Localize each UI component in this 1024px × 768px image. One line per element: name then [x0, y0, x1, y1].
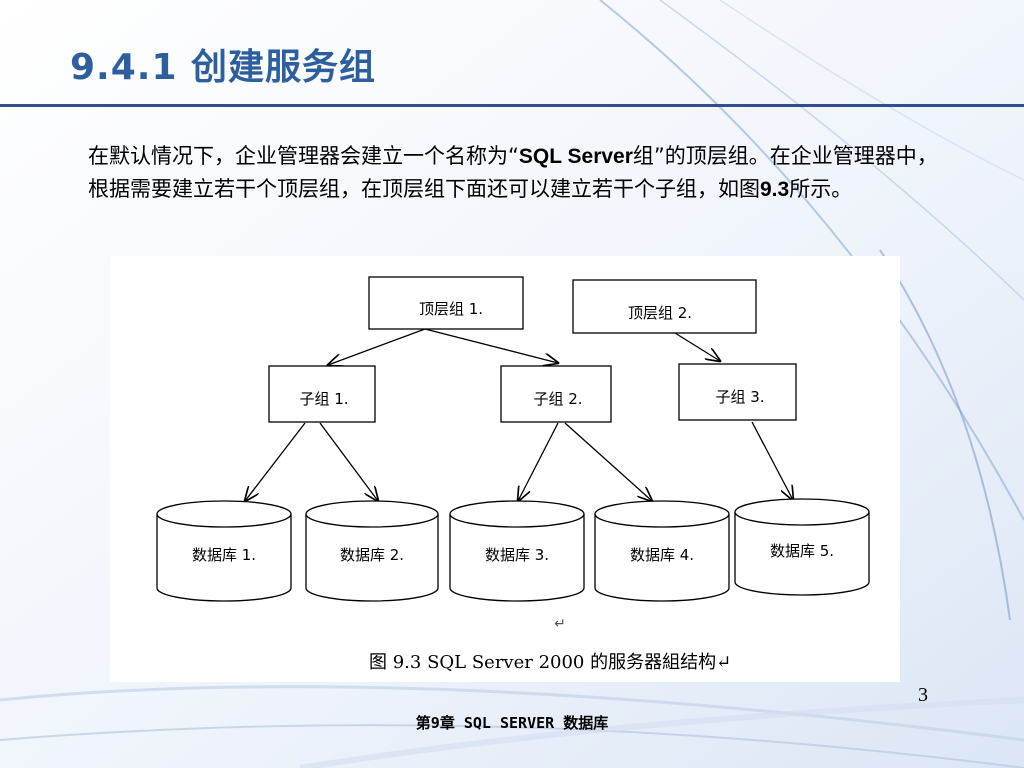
database-4: 数据库 4. [594, 500, 730, 602]
arrow-top2-sub3 [674, 332, 720, 361]
body-paragraph: 在默认情况下，企业管理器会建立一个名称为“SQL Server组”的顶层组。在企… [88, 140, 938, 206]
title-divider [0, 104, 1024, 107]
arrow-sub2-db4 [564, 422, 652, 501]
top-group-2: 顶层组 2. [572, 279, 757, 334]
return-mark: ↵ [554, 616, 566, 632]
arrow-sub3-db5 [751, 421, 793, 500]
database-5-label: 数据库 5. [770, 542, 834, 560]
top-group-1: 顶层组 1. [368, 276, 524, 330]
sub-group-3: 子组 3. [678, 363, 797, 421]
slide-footer: 第9章 SQL SERVER 数据库 [415, 714, 609, 732]
page-number: 3 [918, 684, 928, 706]
top-group-2-label: 顶层组 2. [628, 304, 692, 322]
arrow-top1-sub2 [424, 328, 558, 363]
server-group-figure: 顶层组 1. 顶层组 2. 子组 1. 子组 2. 子组 3. 数据库 1. [110, 256, 900, 682]
sub-group-1-label: 子组 1. [299, 390, 348, 408]
figure-caption: 图 9.3 SQL Server 2000 的服务器組结构↵ [369, 652, 731, 673]
database-4-label: 数据库 4. [630, 546, 694, 564]
slide-title: 9.4.1 创建服务组 [70, 47, 377, 88]
paragraph-text-3: 所示。 [789, 177, 853, 201]
database-1: 数据库 1. [156, 500, 292, 602]
top-group-1-label: 顶层组 1. [419, 300, 483, 318]
database-3-label: 数据库 3. [485, 546, 549, 564]
group-tree-diagram: 顶层组 1. 顶层组 2. 子组 1. 子组 2. 子组 3. 数据库 1. [156, 276, 870, 673]
database-2: 数据库 2. [305, 500, 439, 602]
arrow-sub1-db2 [319, 422, 378, 501]
sub-group-2: 子组 2. [500, 365, 612, 423]
sub-group-2-label: 子组 2. [533, 390, 582, 408]
paragraph-bold-1: SQL Server [518, 145, 633, 168]
database-1-label: 数据库 1. [192, 546, 256, 564]
paragraph-bold-2: 9.3 [760, 178, 790, 201]
paragraph-text-1: 在默认情况下，企业管理器会建立一个名称为“ [88, 144, 519, 168]
database-2-label: 数据库 2. [340, 546, 404, 564]
arrow-sub1-db1 [245, 422, 306, 501]
arrow-top1-sub1 [328, 328, 426, 365]
database-5: 数据库 5. [734, 498, 870, 596]
sub-group-1: 子组 1. [268, 365, 376, 423]
database-3: 数据库 3. [449, 500, 585, 602]
sub-group-3-label: 子组 3. [715, 388, 764, 406]
paragraph-text-2: 组”的顶层组。在企业管理器中，根据需要建立若干个顶层组，在顶层组下面还可以建立若… [88, 144, 938, 201]
connector-arrows [245, 328, 793, 501]
arrow-sub2-db3 [518, 422, 559, 501]
